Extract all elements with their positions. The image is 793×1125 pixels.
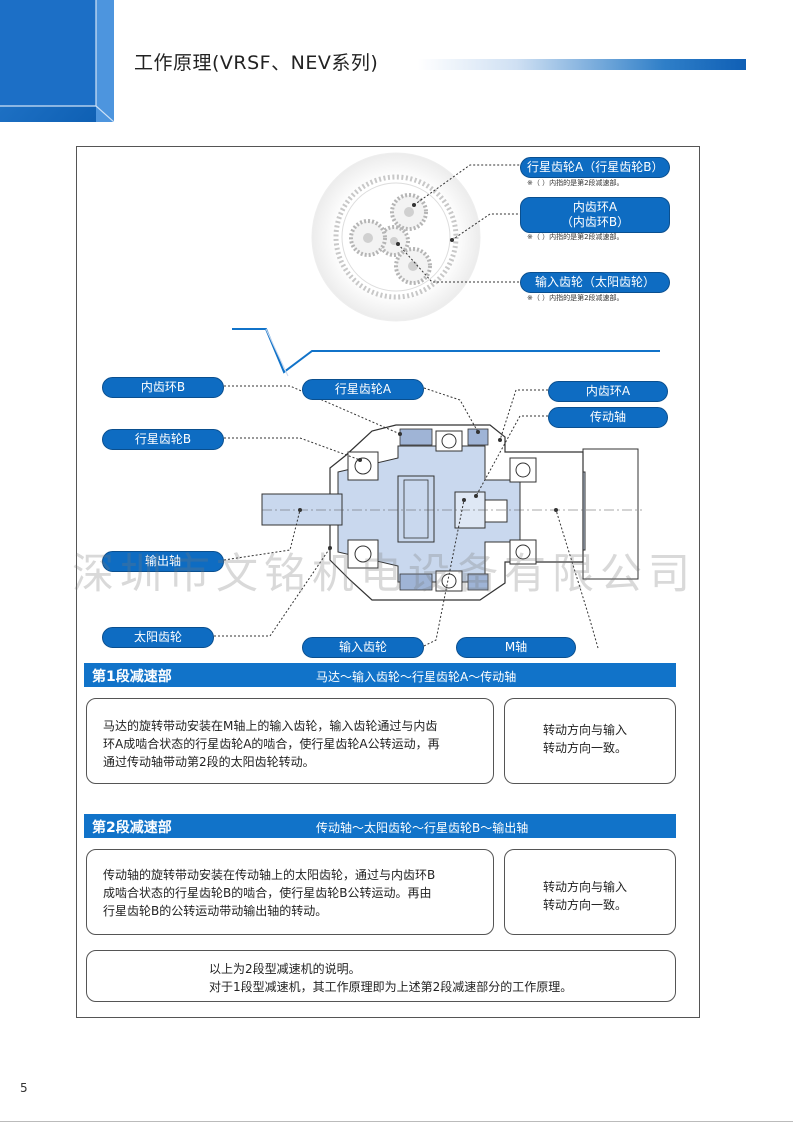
label-ring-gear-a-top: 内齿环A （内齿环B） [520, 197, 670, 233]
label-planet-gear-a-top: 行星齿轮A（行星齿轮B） [520, 157, 670, 178]
stage1-rotation-line1: 转动方向与输入 [543, 723, 628, 737]
stage2-desc-line1: 传动轴的旋转带动安装在传动轴上的太阳齿轮，通过与内齿环B [103, 868, 436, 882]
stage1-subtitle: 马达～输入齿轮～行星齿轮A～传动轴 [316, 670, 517, 684]
header-corner-block [0, 0, 114, 122]
label-ring-gear-a-line1: 内齿环A [572, 200, 618, 214]
watermark: 深圳市文铭机电设备有限公司 [72, 549, 697, 598]
label-input-sun-gear-top: 输入齿轮（太阳齿轮） [520, 272, 670, 293]
stage2-rotation-line1: 转动方向与输入 [543, 880, 628, 894]
stage1-header: 第1段减速部 马达～输入齿轮～行星齿轮A～传动轴 [84, 663, 676, 687]
page-title: 工作原理(VRSF、NEV系列) [134, 52, 379, 74]
planetary-gear-illustration [311, 152, 481, 322]
label-sun-gear: 太阳齿轮 [102, 627, 214, 648]
note-input-sun-gear: ※（ ）内指的是第2段减速部。 [527, 294, 624, 302]
label-output-shaft: 输出轴 [102, 551, 224, 572]
content-frame [76, 146, 700, 1018]
stage1-desc-line3: 通过传动轴带动第2段的太阳齿轮转动。 [103, 755, 315, 769]
gear-diagram [214, 152, 660, 649]
summary-line1: 以上为2段型减速机的说明。 [209, 962, 361, 976]
stage2-rotation-line2: 转动方向一致。 [543, 898, 628, 912]
stage2-rotation-box: 转动方向与输入 转动方向一致。 [504, 849, 676, 935]
label-drive-shaft: 传动轴 [548, 407, 668, 428]
title-gradient-bar [418, 59, 746, 70]
stage2-header: 第2段减速部 传动轴～太阳齿轮～行星齿轮B～输出轴 [84, 814, 676, 838]
label-ring-gear-b: 内齿环B [102, 377, 224, 398]
summary-box: 以上为2段型减速机的说明。 对于1段型减速机，其工作原理即为上述第2段减速部分的… [86, 950, 676, 1002]
footer-divider [0, 1121, 793, 1122]
label-ring-gear-a-line2: （内齿环B） [560, 215, 630, 229]
stage1-description-box: 马达的旋转带动安装在M轴上的输入齿轮，输入齿轮通过与内齿 环A成啮合状态的行星齿… [86, 698, 494, 784]
stage1-desc-line1: 马达的旋转带动安装在M轴上的输入齿轮，输入齿轮通过与内齿 [103, 719, 438, 733]
stage1-rotation-box: 转动方向与输入 转动方向一致。 [504, 698, 676, 784]
label-planet-gear-a: 行星齿轮A [302, 379, 424, 400]
label-ring-gear-a: 内齿环A [548, 381, 668, 402]
note-planet-gear-a: ※（ ）内指的是第2段减速部。 [527, 179, 624, 187]
stage1-rotation-line2: 转动方向一致。 [543, 741, 628, 755]
page-number: 5 [20, 1081, 28, 1095]
gearbox-cross-section [261, 424, 642, 601]
label-m-shaft: M轴 [456, 637, 576, 658]
summary-line2: 对于1段型减速机，其工作原理即为上述第2段减速部分的工作原理。 [209, 980, 573, 994]
stage1-desc-line2: 环A成啮合状态的行星齿轮A的啮合，使行星齿轮A公转运动，再 [103, 737, 440, 751]
stage2-description-box: 传动轴的旋转带动安装在传动轴上的太阳齿轮，通过与内齿环B 成啮合状态的行星齿轮B… [86, 849, 494, 935]
note-ring-gear-a: ※（ ）内指的是第2段减速部。 [527, 233, 624, 241]
stage2-desc-line3: 行星齿轮B的公转运动带动输出轴的转动。 [103, 904, 328, 918]
stage1-title: 第1段减速部 [92, 669, 172, 685]
label-input-gear: 输入齿轮 [302, 637, 424, 658]
label-planet-gear-b: 行星齿轮B [102, 429, 224, 450]
stage2-title: 第2段减速部 [92, 820, 172, 836]
stage2-subtitle: 传动轴～太阳齿轮～行星齿轮B～输出轴 [316, 821, 529, 835]
stage2-desc-line2: 成啮合状态的行星齿轮B的啮合，使行星齿轮B公转运动。再由 [103, 886, 432, 900]
